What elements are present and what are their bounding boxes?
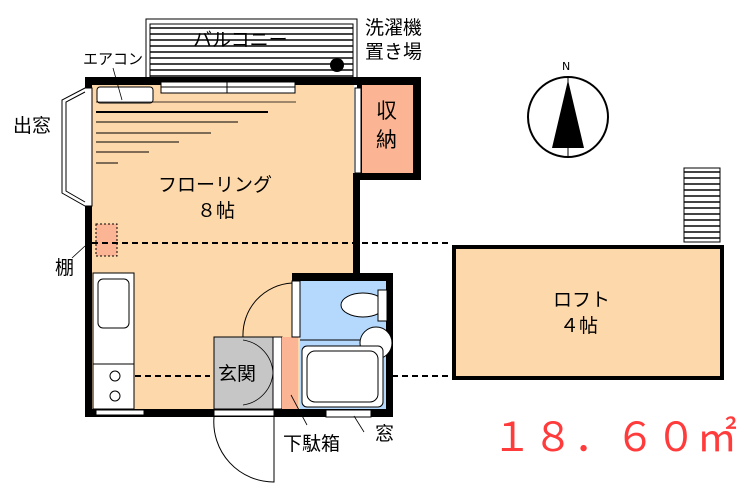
loft-size: ４帖 [560,315,599,337]
storage-door [354,87,362,174]
storage-label-line2: 納 [376,128,397,152]
balcony-label: バルコニー [193,29,288,51]
bath-window [325,409,372,418]
loft [452,245,724,380]
washer-label-line2: 置き場 [365,41,423,63]
front-door-swing [213,416,275,483]
washer-label-line1: 洗濯機 [365,17,423,39]
aircon-unit [96,86,154,104]
aircon-label: エアコン [83,50,144,68]
storage [362,85,413,173]
main-room-size: ８帖 [197,200,236,222]
washer-drain-icon [330,58,344,72]
main-room-label: フローリング [158,174,273,196]
loft-boundary [92,242,452,377]
sliding-window [160,81,296,94]
storage-label-line1: 収 [376,99,397,123]
compass-icon [527,76,609,158]
area-label: １８．６０㎡ [492,415,738,461]
entrance-label: 玄関 [218,363,257,385]
toilet-icon [340,289,388,322]
bay-window-label: 出窓 [13,115,52,137]
kitchen [92,272,135,410]
ladder [683,167,721,243]
front-door[interactable] [213,409,275,417]
compass-north-label: N [562,60,571,73]
shelf-label: 棚 [55,257,75,279]
floor-lines [96,101,296,164]
bathtub-icon [301,345,384,408]
window-label: 窓 [375,423,395,445]
balcony [145,18,358,80]
kitchen-window [95,409,145,416]
shoe-box-label: 下駄箱 [283,433,341,455]
entrance [213,336,274,410]
shoe-box [282,337,298,409]
shelf [95,223,118,257]
loft-label: ロフト [553,289,611,311]
door-swing-inner [242,282,293,338]
bay-window [61,87,93,207]
